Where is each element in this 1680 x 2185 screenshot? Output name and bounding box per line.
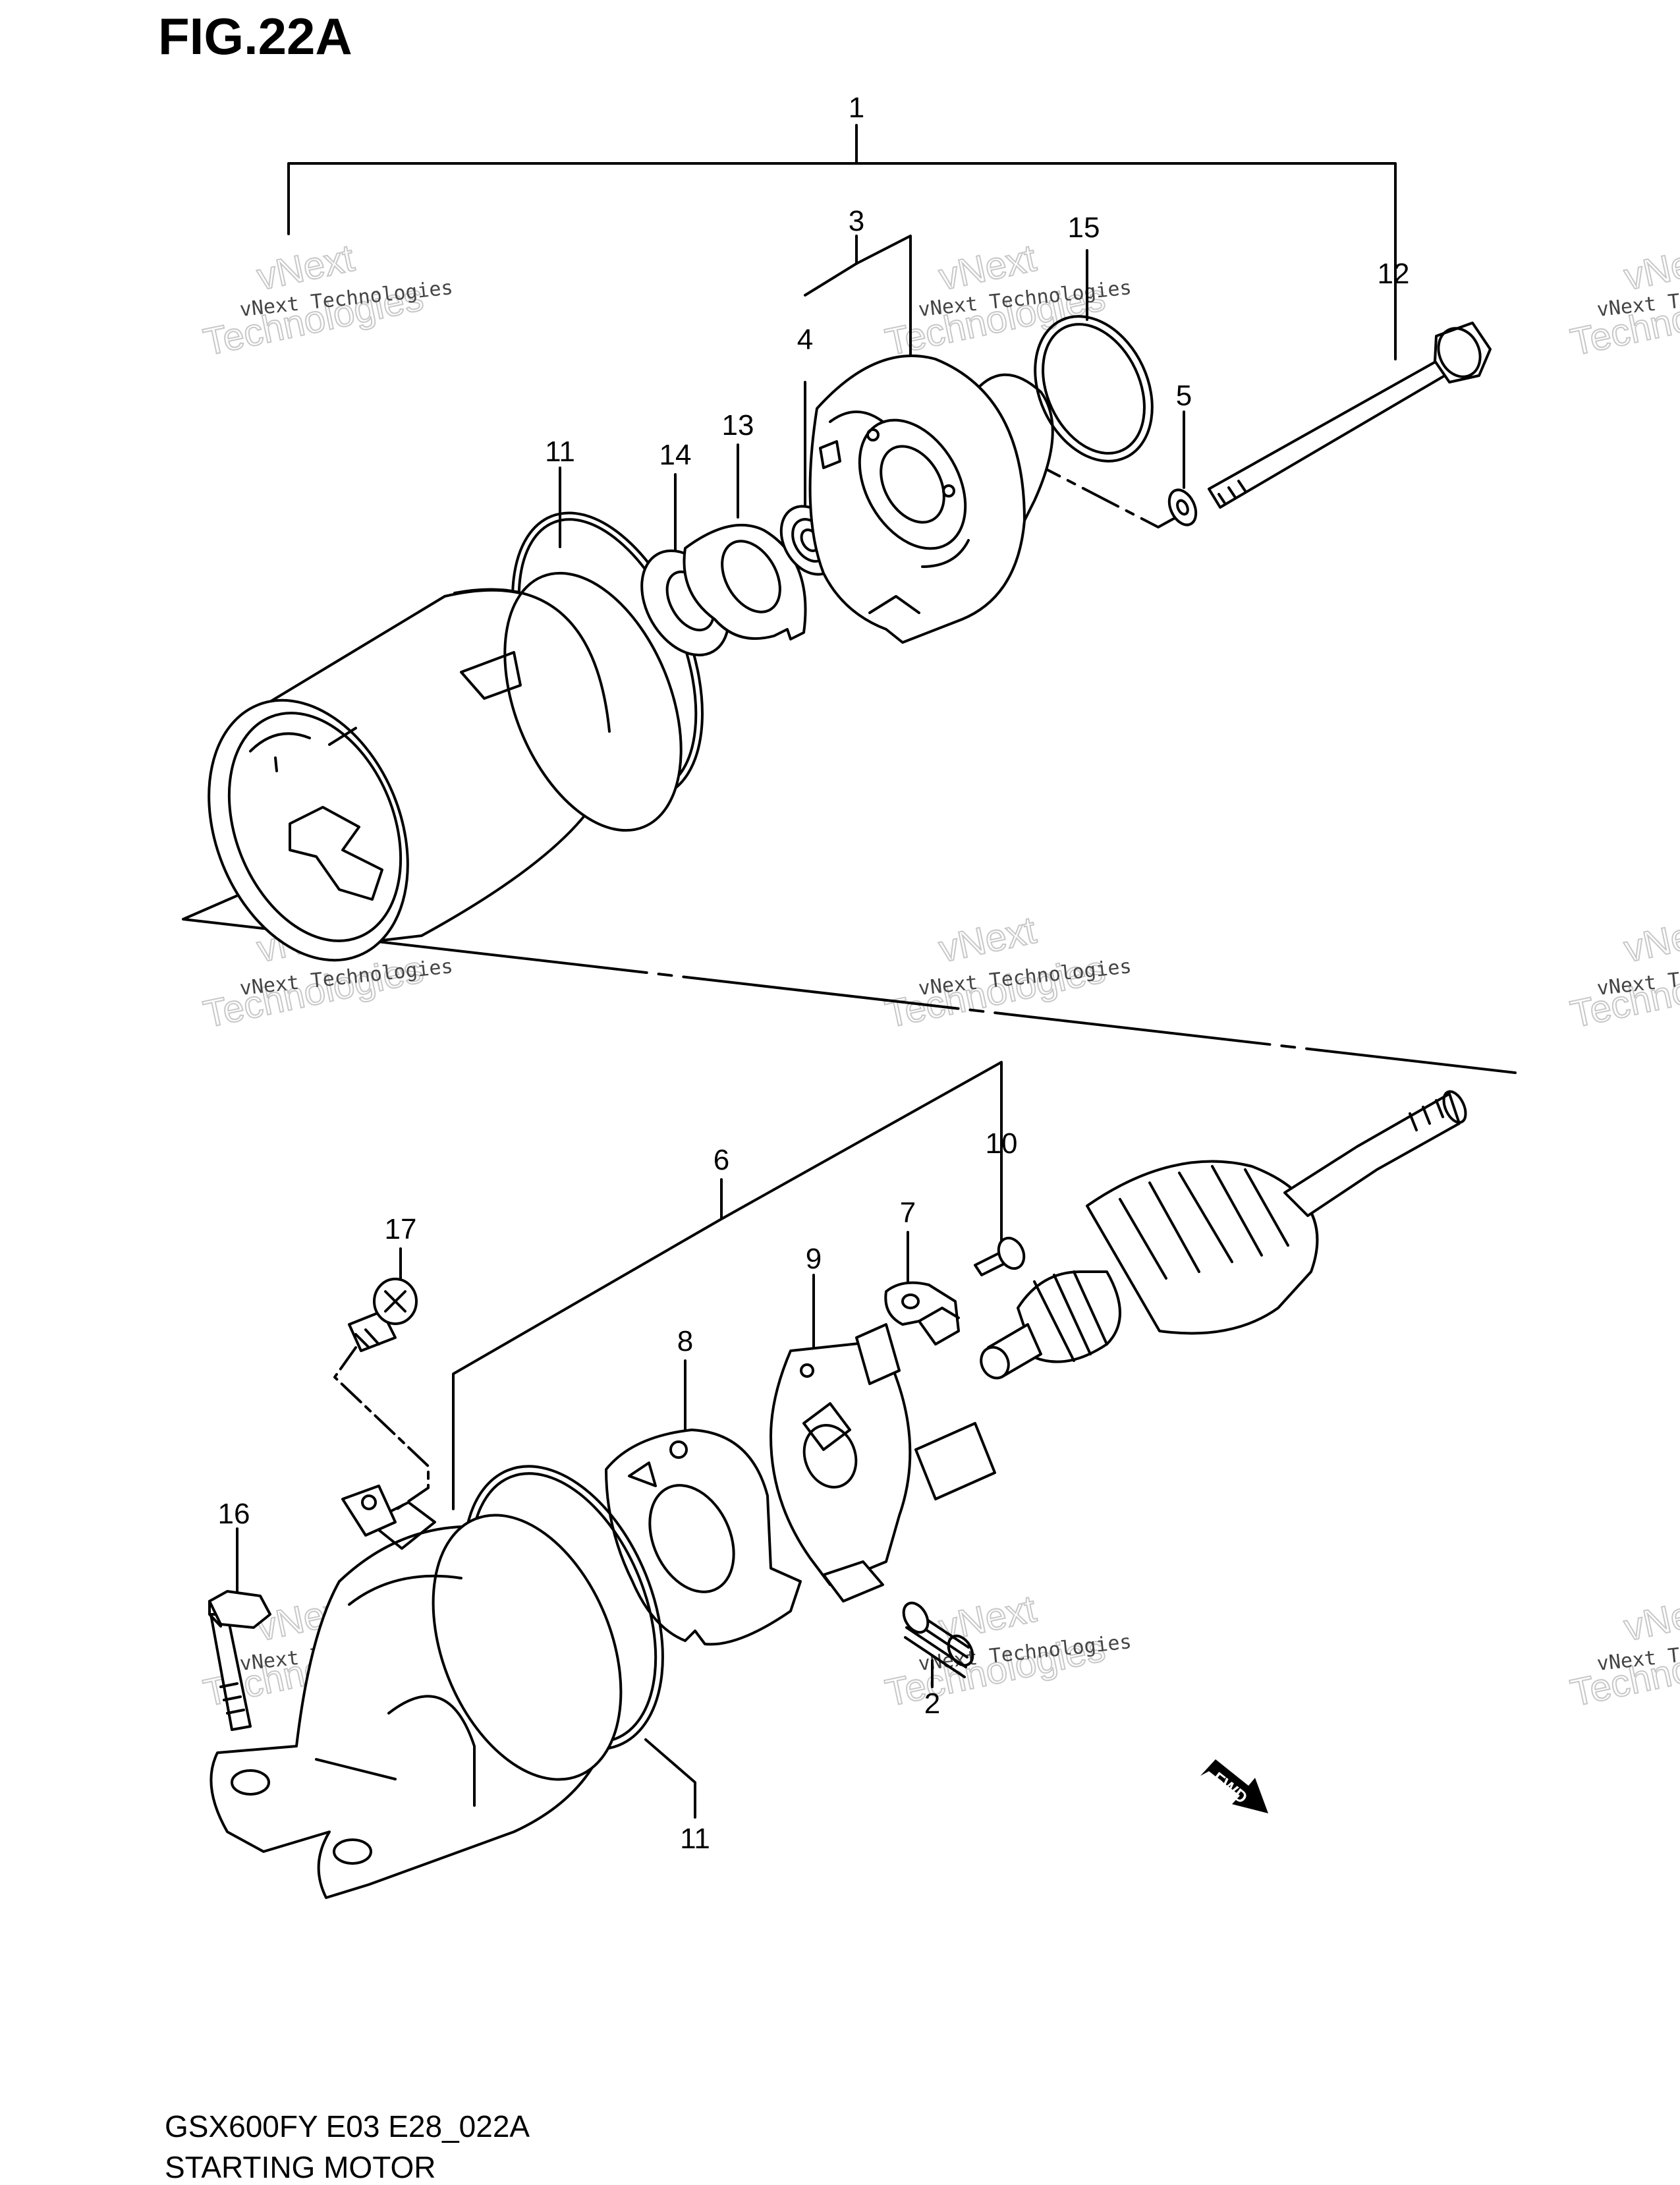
callout-11-bottom: 11 [680, 1823, 710, 1855]
axis-line-5 [1023, 457, 1186, 528]
part-5-washer [1167, 488, 1198, 526]
callout-3: 3 [849, 205, 864, 237]
part-9-brush-holder [770, 1323, 996, 1603]
callout-6: 6 [714, 1144, 729, 1176]
part-16-bolt [208, 1590, 271, 1731]
svg-text:vNext: vNext [1621, 237, 1680, 298]
figure-title: FIG.22A [158, 7, 352, 65]
part-yoke-housing [208, 571, 683, 962]
callout-11-top: 11 [545, 436, 575, 468]
bracket-3 [804, 235, 912, 362]
leader-11-bottom [644, 1738, 696, 1819]
part-front-bracket [210, 1485, 623, 1899]
callout-7: 7 [900, 1197, 916, 1229]
svg-text:vNext: vNext [1621, 1587, 1680, 1649]
callout-5: 5 [1176, 380, 1192, 412]
part-2-spring [902, 1601, 974, 1678]
callout-16: 16 [218, 1498, 250, 1530]
callout-12: 12 [1378, 258, 1410, 290]
part-7-clip [884, 1281, 960, 1346]
part-3-end-cover [808, 355, 1054, 644]
bracket-1 [287, 162, 1397, 360]
callout-numbers: 1 3 15 12 4 5 13 14 11 6 10 7 17 9 8 16 … [218, 92, 1410, 1855]
part-8-brush-plate [605, 1429, 802, 1646]
svg-text:vNext: vNext [1621, 909, 1680, 971]
callout-13: 13 [722, 409, 754, 441]
callout-8: 8 [677, 1325, 693, 1357]
part-17-screw [348, 1278, 418, 1352]
callout-1: 1 [849, 92, 864, 124]
callout-4: 4 [797, 324, 813, 356]
callout-14: 14 [659, 439, 692, 471]
callout-17: 17 [385, 1213, 417, 1245]
part-13-plate [683, 523, 807, 640]
part-10-screw [974, 1236, 1026, 1276]
axis-line-17 [333, 1346, 430, 1512]
diagram-code: GSX600FY E03 E28_022A [165, 2109, 530, 2143]
callout-10: 10 [986, 1127, 1018, 1160]
watermark: vNext Technologies [1566, 1587, 1680, 1715]
diagram-name: STARTING MOTOR [165, 2150, 436, 2184]
watermark: vNext Technologies [1566, 908, 1680, 1036]
callout-15: 15 [1068, 212, 1100, 244]
svg-text:vNext: vNext [936, 909, 1040, 971]
callout-9: 9 [806, 1243, 822, 1275]
part-armature [980, 1090, 1467, 1380]
part-12-through-bolt [1208, 322, 1492, 509]
callout-2: 2 [924, 1688, 940, 1720]
fwd-arrow-icon: FWD [1200, 1759, 1268, 1813]
part-15-oring [1034, 315, 1154, 463]
